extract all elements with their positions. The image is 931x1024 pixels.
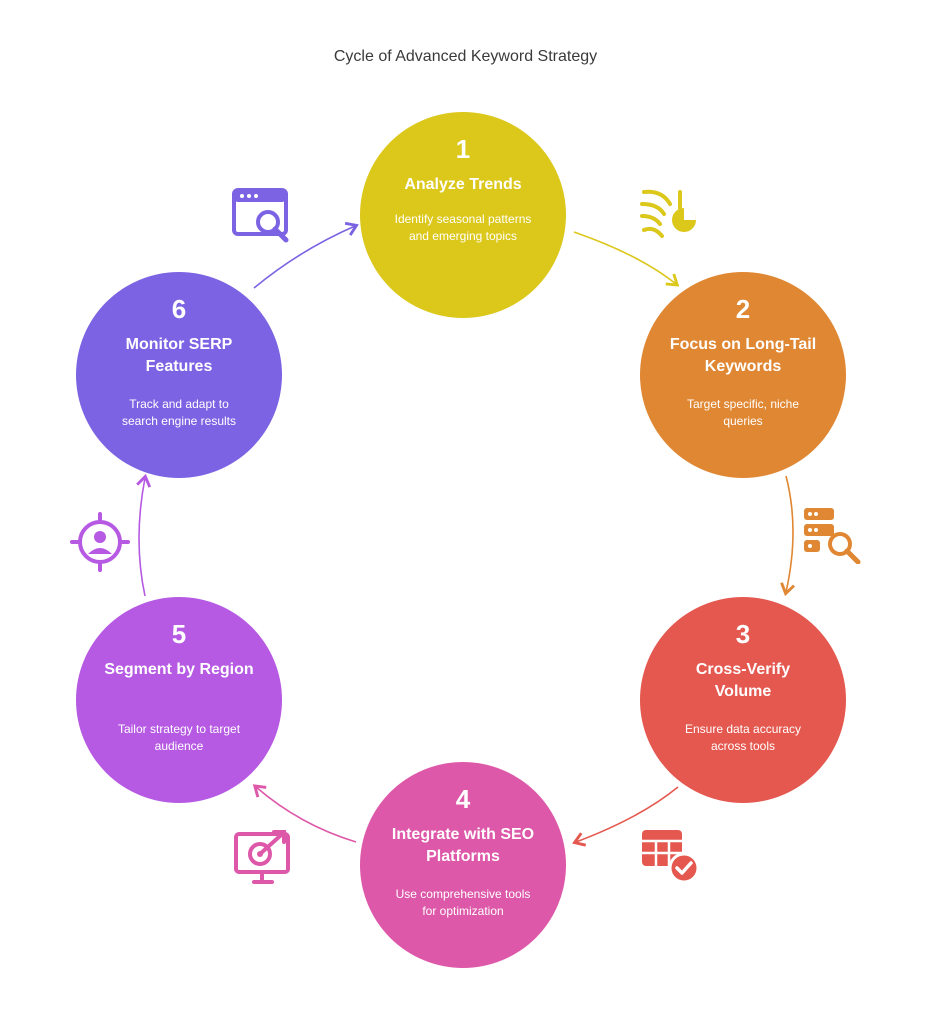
step-1-node: 1 Analyze Trends Identify seasonal patte… (360, 112, 566, 318)
step-title: Integrate with SEO Platforms (391, 826, 535, 865)
table-check-icon (642, 830, 700, 884)
step-number: 1 (455, 134, 471, 164)
trends-chart-icon (640, 189, 696, 238)
database-search-icon (804, 508, 861, 564)
arrow-4-to-5 (252, 784, 357, 843)
step-title: Analyze Trends (404, 176, 522, 193)
arrow-3-to-4 (572, 786, 679, 847)
arrow-2-to-3 (780, 475, 795, 597)
step-2-node: 2 Focus on Long-Tail Keywords Target spe… (640, 272, 846, 478)
step-number: 4 (455, 784, 471, 814)
step-title: Monitor SERP Features (125, 336, 233, 375)
step-description: Ensure data accuracy across tools (684, 722, 802, 753)
step-number: 3 (735, 619, 751, 649)
arrow-1-to-2 (573, 231, 680, 287)
step-description: Track and adapt to search engine results (121, 397, 237, 428)
step-title: Focus on Long-Tail Keywords (669, 336, 817, 375)
step-description: Use comprehensive tools for optimization (395, 887, 531, 918)
step-3-node: 3 Cross-Verify Volume Ensure data accura… (640, 597, 846, 803)
step-description: Target specific, niche queries (686, 397, 800, 428)
step-number: 5 (171, 619, 187, 649)
page-title: Cycle of Advanced Keyword Strategy (333, 48, 598, 65)
arrow-6-to-1 (253, 221, 359, 289)
user-target-icon (70, 512, 130, 572)
step-number: 6 (171, 294, 187, 324)
browser-search-icon (232, 188, 289, 243)
step-number: 2 (735, 294, 751, 324)
monitor-target-icon (234, 830, 290, 884)
step-4-node: 4 Integrate with SEO Platforms Use compr… (360, 762, 566, 968)
step-description: Tailor strategy to target audience (117, 722, 241, 753)
step-5-node: 5 Segment by Region Tailor strategy to t… (76, 597, 282, 803)
step-title: Cross-Verify Volume (695, 661, 791, 700)
step-6-node: 6 Monitor SERP Features Track and adapt … (76, 272, 282, 478)
arrow-5-to-6 (136, 473, 152, 597)
step-description: Identify seasonal patterns and emerging … (394, 212, 532, 243)
step-title: Segment by Region (104, 661, 254, 678)
